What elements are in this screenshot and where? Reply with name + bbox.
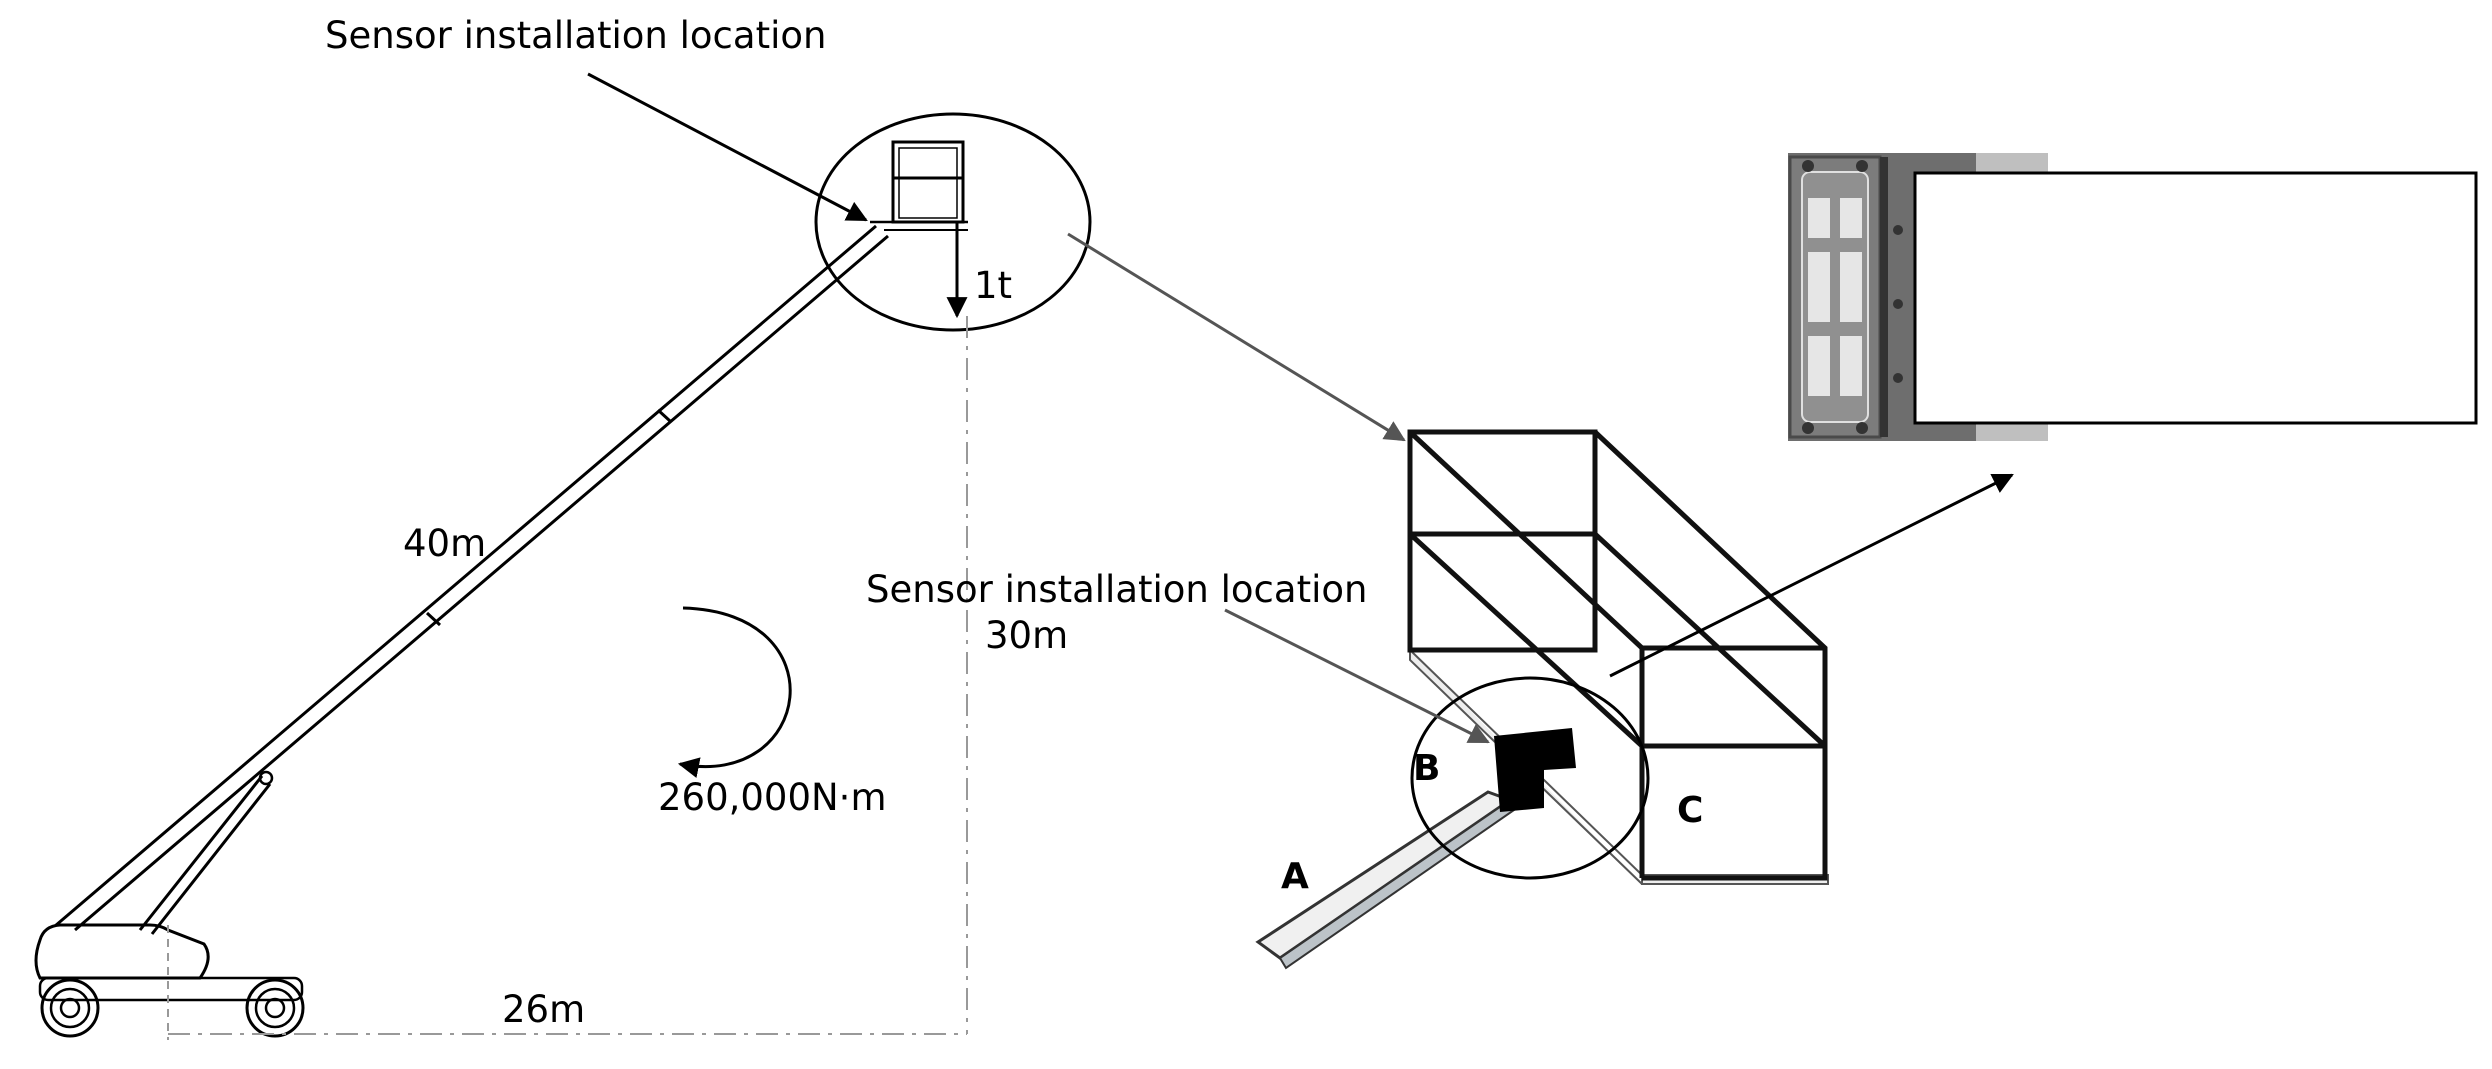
platform-basket-top xyxy=(870,140,968,231)
point-c-label: C xyxy=(1677,790,1703,831)
point-a-label: A xyxy=(1281,856,1309,897)
basket-floor xyxy=(1409,649,1829,885)
height-label: 30m xyxy=(985,614,1068,657)
bracket-leader-arrow xyxy=(1609,473,2014,678)
moment-label: 260,000N·m xyxy=(658,776,887,819)
sensor-bracket-drawing xyxy=(1788,153,2478,441)
wheel-right xyxy=(245,978,305,1038)
telescopic-boom xyxy=(54,224,889,935)
sensor-location-label-top: Sensor installation location xyxy=(325,14,826,57)
boom-length-label: 40m xyxy=(403,522,486,565)
sensor-leader-arrow-basket xyxy=(1224,608,1490,744)
moment-arc-arrow xyxy=(677,606,792,778)
sensor-location-label-basket: Sensor installation location xyxy=(866,568,1367,611)
basket-detail-drawing xyxy=(1224,429,2014,970)
detail-circle-top xyxy=(814,112,1092,332)
point-b-label: B xyxy=(1413,748,1440,789)
sensor-leader-arrow-top xyxy=(587,72,868,222)
basket-front-frame xyxy=(1407,429,1598,653)
aerial-platform-drawing xyxy=(34,72,1092,1040)
sensor-block xyxy=(1494,728,1576,812)
chassis-body xyxy=(34,923,210,980)
wheel-left xyxy=(40,978,100,1038)
track-base xyxy=(38,976,304,1002)
detail-circle-basket xyxy=(1410,676,1650,880)
load-label: 1t xyxy=(974,264,1012,307)
detail-connector-arrow xyxy=(1067,232,1406,442)
reach-label: 26m xyxy=(502,988,585,1031)
boom-beam-lower xyxy=(1278,798,1516,970)
bracket-white-panel xyxy=(1913,171,2478,425)
